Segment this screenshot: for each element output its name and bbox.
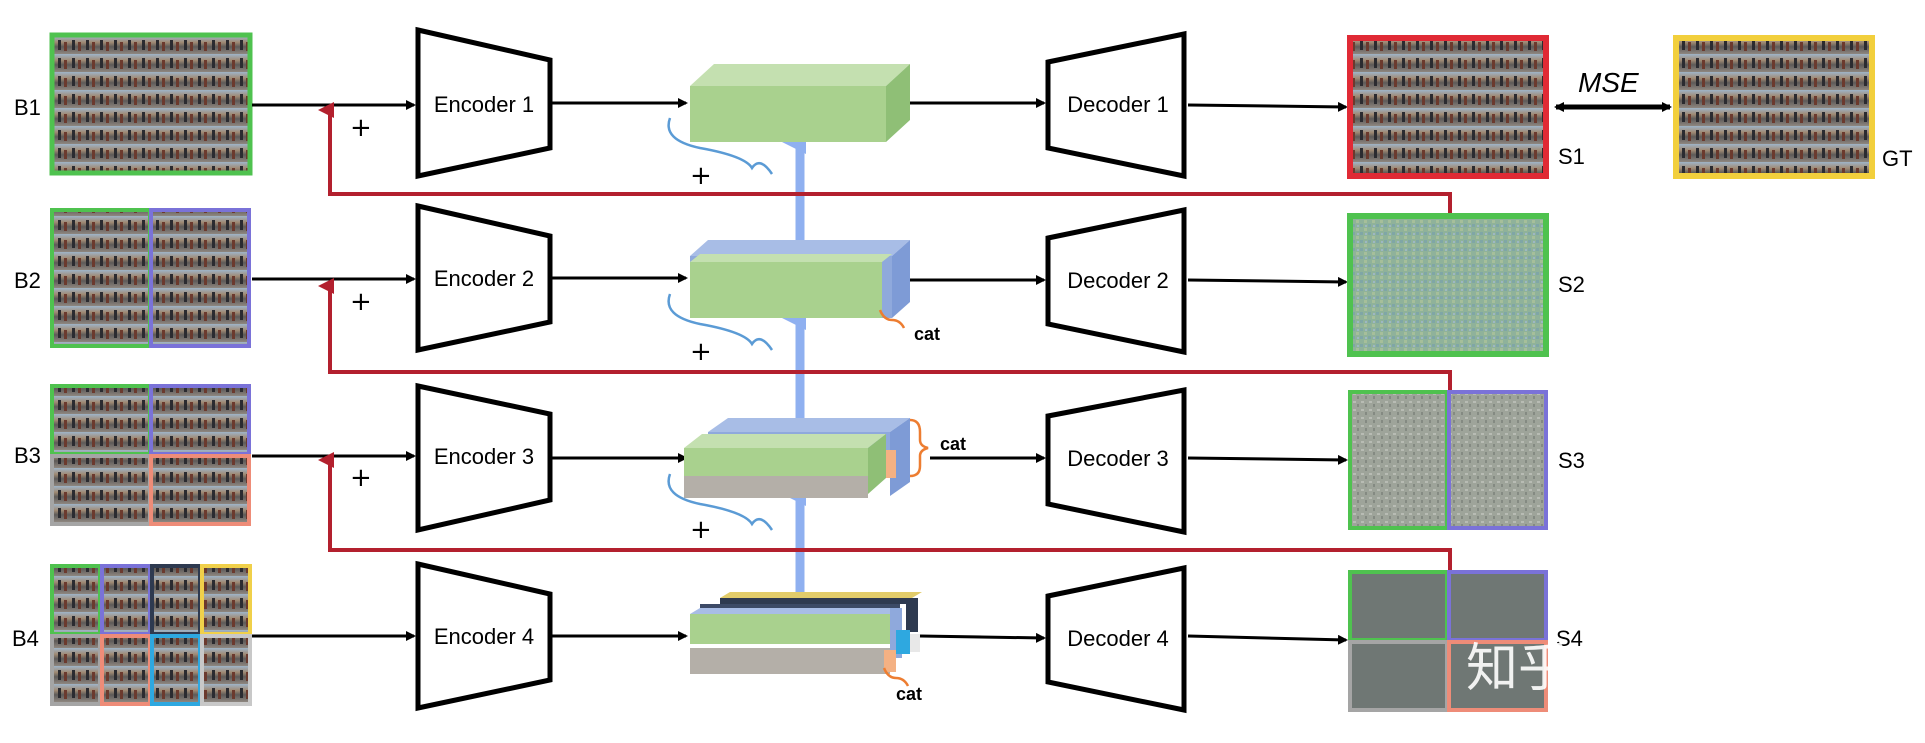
- cat-label-feature-4: cat: [896, 684, 922, 704]
- watermark: 知乎 @nachifur: [1466, 639, 1853, 699]
- cat-label-feature-3: cat: [940, 434, 966, 454]
- output-s2: [1347, 213, 1549, 357]
- decoder-4: Decoder 4: [1045, 564, 1187, 714]
- feature-map-1: [690, 64, 910, 142]
- red-feedback-s2-to-row1: [318, 102, 1452, 216]
- plus-sign-row-3: +: [350, 463, 372, 493]
- plus-sign-row-1: +: [350, 113, 372, 143]
- output-label-s3: S3: [1558, 448, 1585, 473]
- row-label-b4: B4: [12, 626, 39, 651]
- output-s1: [1347, 35, 1549, 179]
- brace-feature-1: [667, 117, 774, 175]
- cat-label-feature-2: cat: [914, 324, 940, 344]
- row-label-b2: B2: [14, 268, 41, 293]
- row-label-b3: B3: [14, 443, 41, 468]
- input-image-b4: [50, 564, 252, 706]
- feature-map-2: [690, 240, 910, 318]
- encoder-4: Encoder 4: [415, 560, 553, 712]
- input-image-b3: [50, 384, 251, 526]
- input-image-b1: [49, 32, 253, 176]
- arrow-decoder-output-1: [1187, 101, 1348, 112]
- arrow-feature-decoder-4: [919, 632, 1046, 643]
- row-label-b1: B1: [14, 95, 41, 120]
- output-s4: [1348, 570, 1548, 712]
- mse-label: MSE: [1578, 67, 1639, 98]
- cat-brace-feature-2: [878, 309, 906, 329]
- brace-feature-2: [667, 293, 774, 351]
- brace-feature-3: [667, 473, 774, 531]
- arrow-decoder-output-2: [1187, 276, 1348, 287]
- decoder-4-label: Decoder 4: [1067, 626, 1169, 651]
- plus-sign-feature-1: +: [690, 161, 712, 191]
- plus-sign-row-2: +: [350, 287, 372, 317]
- red-feedback-s4-to-row3: [318, 452, 1452, 570]
- encoder-1: Encoder 1: [415, 26, 553, 180]
- decoder-2: Decoder 2: [1045, 206, 1187, 356]
- ground-truth-image: [1673, 35, 1875, 179]
- output-s3: [1348, 390, 1548, 530]
- encoder-2: Encoder 2: [415, 202, 553, 354]
- plus-sign-feature-3: +: [690, 515, 712, 545]
- decoder-1: Decoder 1: [1045, 30, 1187, 180]
- feature-map-3: [684, 418, 910, 498]
- encoder-3: Encoder 3: [415, 382, 553, 534]
- decoder-1-label: Decoder 1: [1067, 92, 1169, 117]
- feature-map-4: [690, 592, 922, 674]
- arrow-decoder-output-4: [1187, 634, 1348, 645]
- ground-truth-label: GT: [1882, 146, 1913, 171]
- cat-brace-feature-3: [909, 418, 929, 478]
- decoder-3: Decoder 3: [1045, 386, 1187, 536]
- red-feedback-s3-to-row2: [318, 278, 1452, 392]
- input-image-b2: [50, 208, 251, 348]
- output-label-s4: S4: [1556, 626, 1583, 651]
- cat-brace-feature-4: [882, 667, 910, 687]
- output-label-s2: S2: [1558, 272, 1585, 297]
- encoder-3-label: Encoder 3: [434, 444, 534, 469]
- plus-sign-feature-2: +: [690, 337, 712, 367]
- decoder-3-label: Decoder 3: [1067, 446, 1169, 471]
- decoder-2-label: Decoder 2: [1067, 268, 1169, 293]
- encoder-1-label: Encoder 1: [434, 92, 534, 117]
- encoder-2-label: Encoder 2: [434, 266, 534, 291]
- encoder-4-label: Encoder 4: [434, 624, 534, 649]
- output-label-s1: S1: [1558, 144, 1585, 169]
- arrow-decoder-output-3: [1187, 454, 1348, 465]
